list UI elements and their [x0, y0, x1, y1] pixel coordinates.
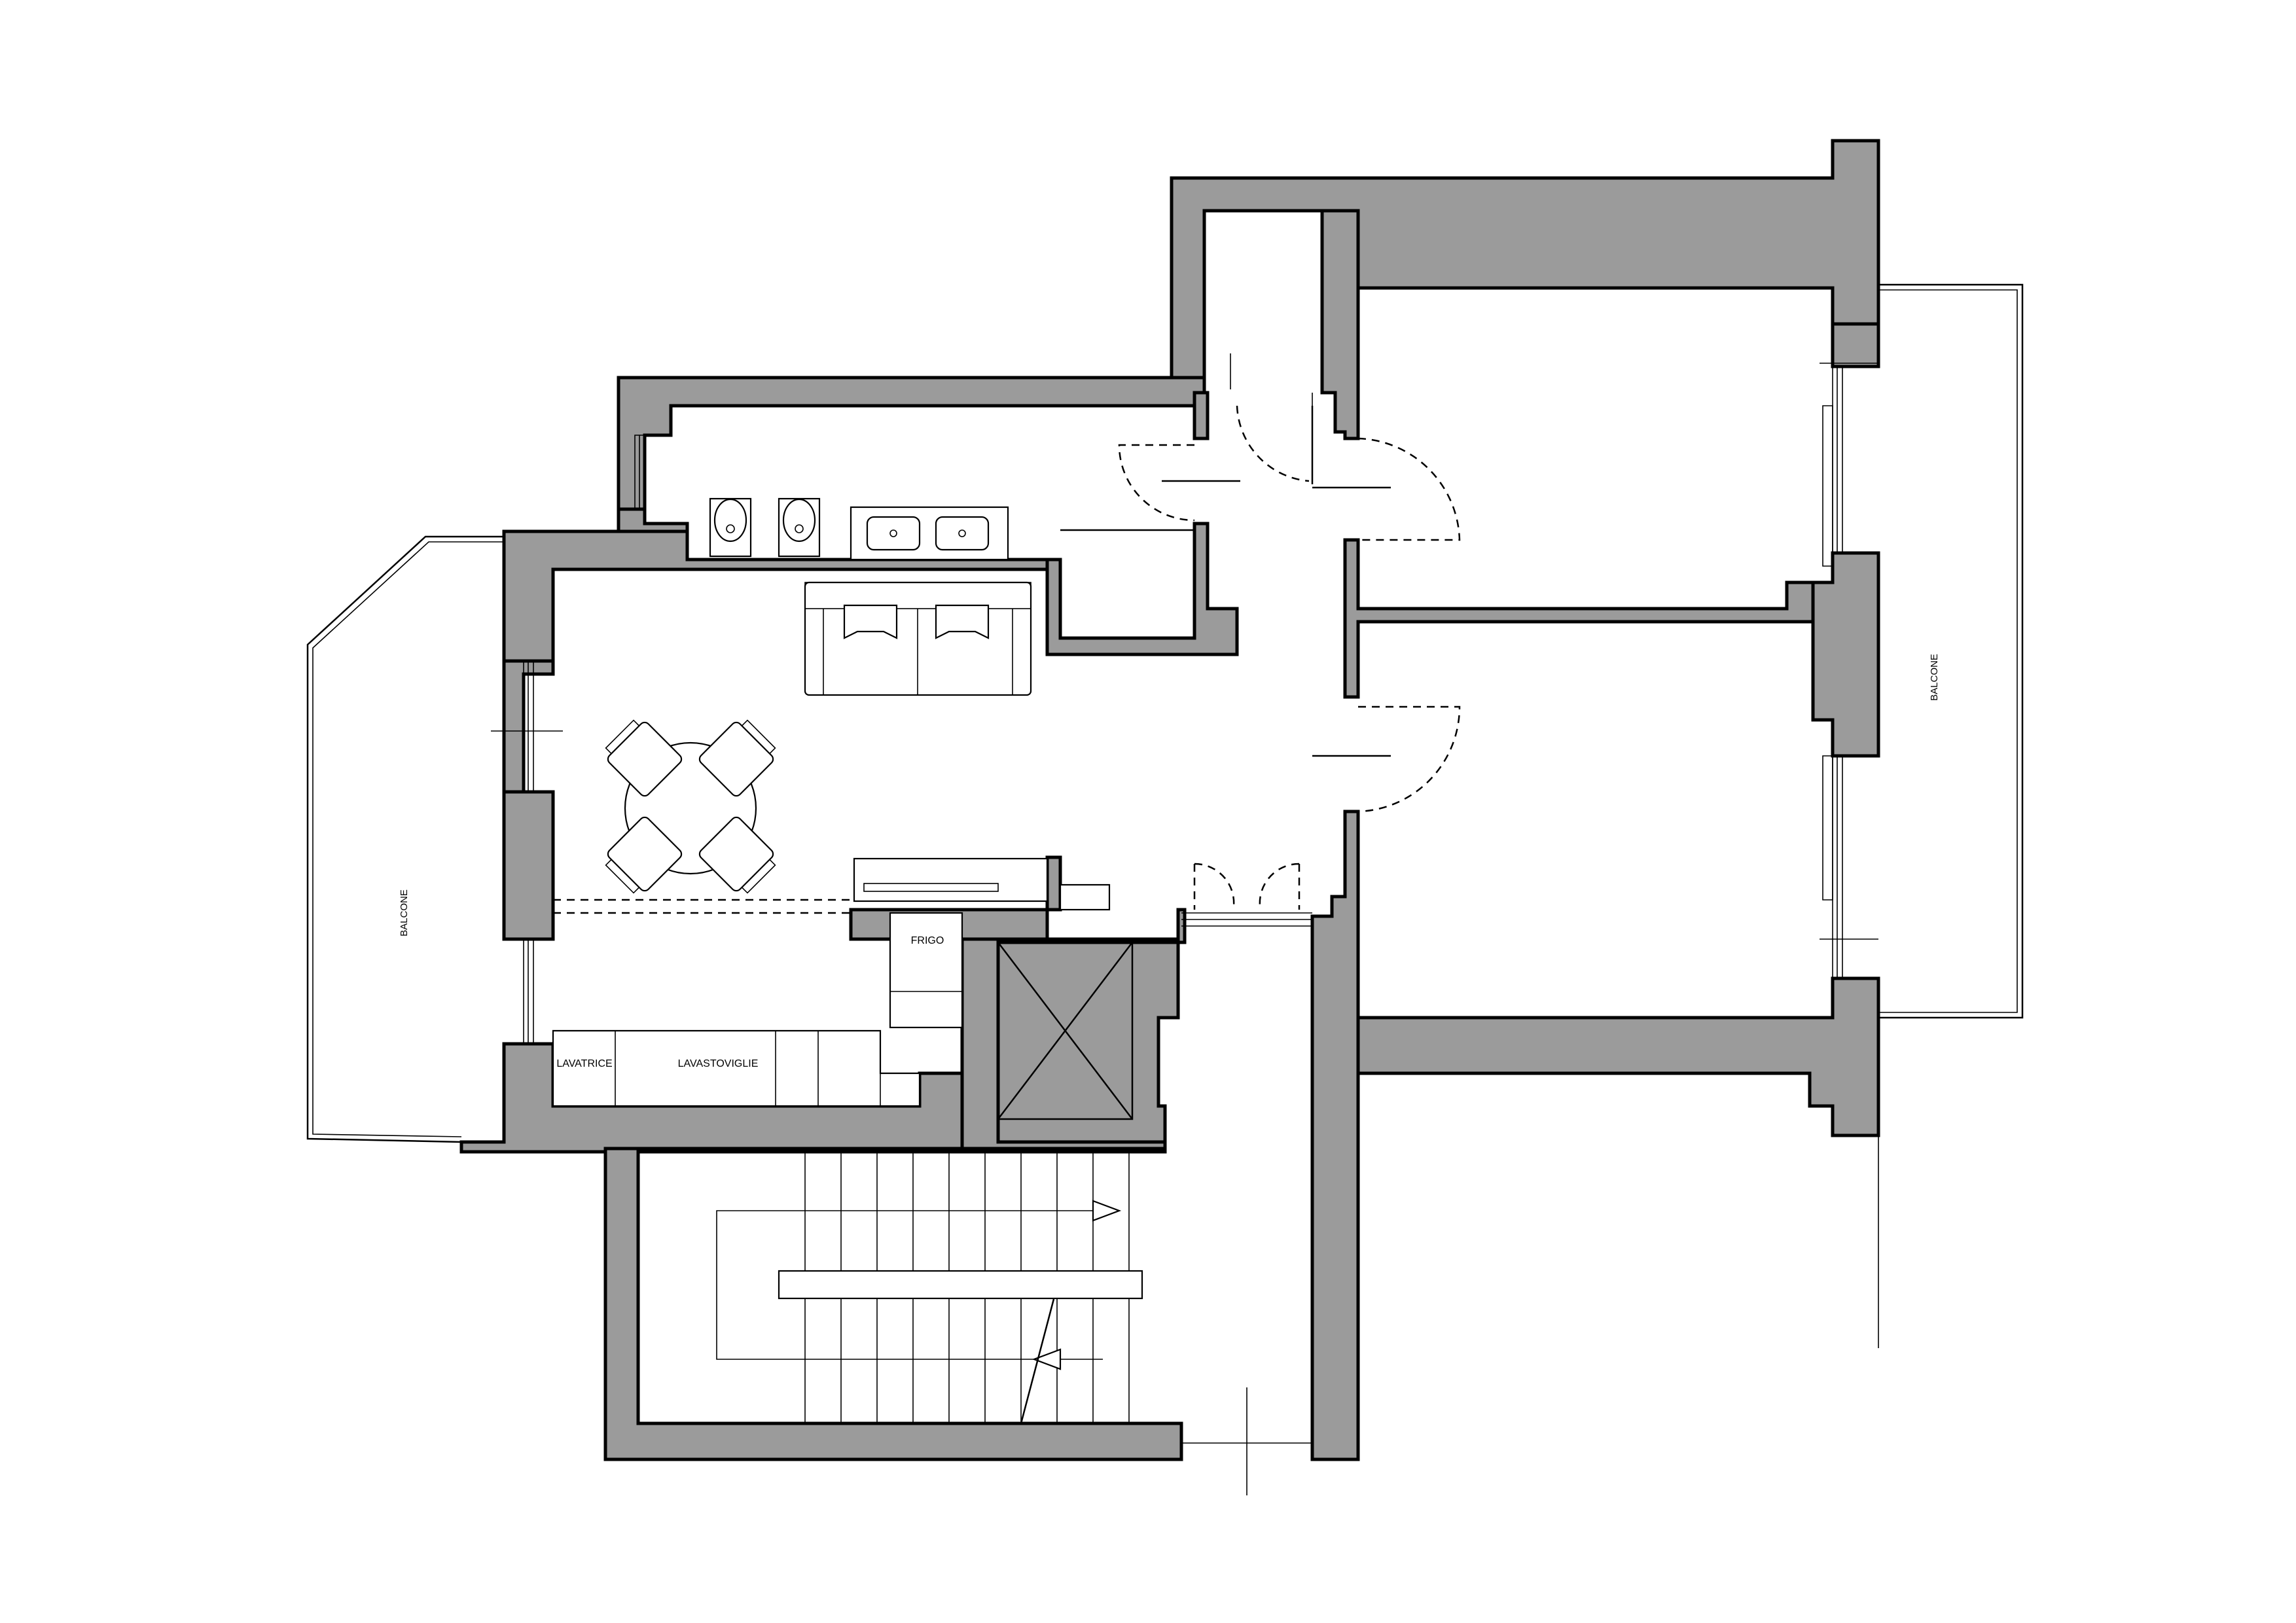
wall-living-west-2	[502, 790, 555, 941]
living-room	[605, 581, 1111, 911]
wall-bath-corner	[1045, 522, 1239, 656]
lift	[997, 941, 1134, 1120]
wall-stair-corner	[1157, 1147, 1167, 1154]
frigo-label: FRIGO	[911, 935, 944, 946]
walls	[459, 139, 1880, 1461]
wall-bedroom-divider	[1343, 538, 1815, 699]
tv-cabinet	[853, 857, 1049, 902]
stair-arrow-up-icon	[1092, 1200, 1122, 1222]
toilet-bowl-icon	[713, 498, 747, 543]
sofa	[804, 581, 1032, 696]
lavatrice-label: LAVATRICE	[556, 1058, 612, 1069]
kitchen: FRIGO LAVATRICE LAVASTOVIGLIE	[552, 912, 963, 1107]
staircase	[716, 1152, 1143, 1424]
wall-north	[1170, 139, 1880, 395]
wall-east-upper	[1831, 322, 1880, 368]
wall-corridor-east	[1320, 209, 1360, 440]
wall-lift-east	[1045, 855, 1062, 912]
sink-right-icon	[935, 516, 990, 551]
chair	[605, 719, 683, 797]
wall-closet-stub	[1193, 391, 1210, 440]
chair	[698, 719, 776, 797]
chair	[605, 816, 683, 894]
dining-table	[605, 719, 776, 894]
lavastoviglie-label: LAVASTOVIGLIE	[678, 1058, 759, 1069]
bathroom	[709, 497, 1196, 638]
console	[1059, 883, 1111, 911]
balcony-left: BALCONE	[306, 535, 504, 1143]
windows	[491, 353, 1878, 1495]
sink-left-icon	[866, 516, 921, 551]
wall-bathroom-north	[617, 376, 1206, 511]
wall-stairwell	[603, 1147, 1183, 1461]
fridge	[889, 912, 963, 1029]
balcony-right: BALCONE	[1878, 283, 2024, 1348]
chair	[698, 816, 776, 894]
doors	[553, 405, 1461, 914]
wall-east-pier-2	[1356, 976, 1880, 1137]
balcone-left-label: BALCONE	[399, 889, 410, 936]
balcone-right-label: BALCONE	[1929, 654, 1940, 701]
bidet-bowl-icon	[782, 498, 816, 543]
wall-corridor-east-lower	[1310, 810, 1360, 1461]
stair-divider	[778, 1270, 1143, 1300]
stair-arrow-down-icon	[1031, 1348, 1062, 1370]
